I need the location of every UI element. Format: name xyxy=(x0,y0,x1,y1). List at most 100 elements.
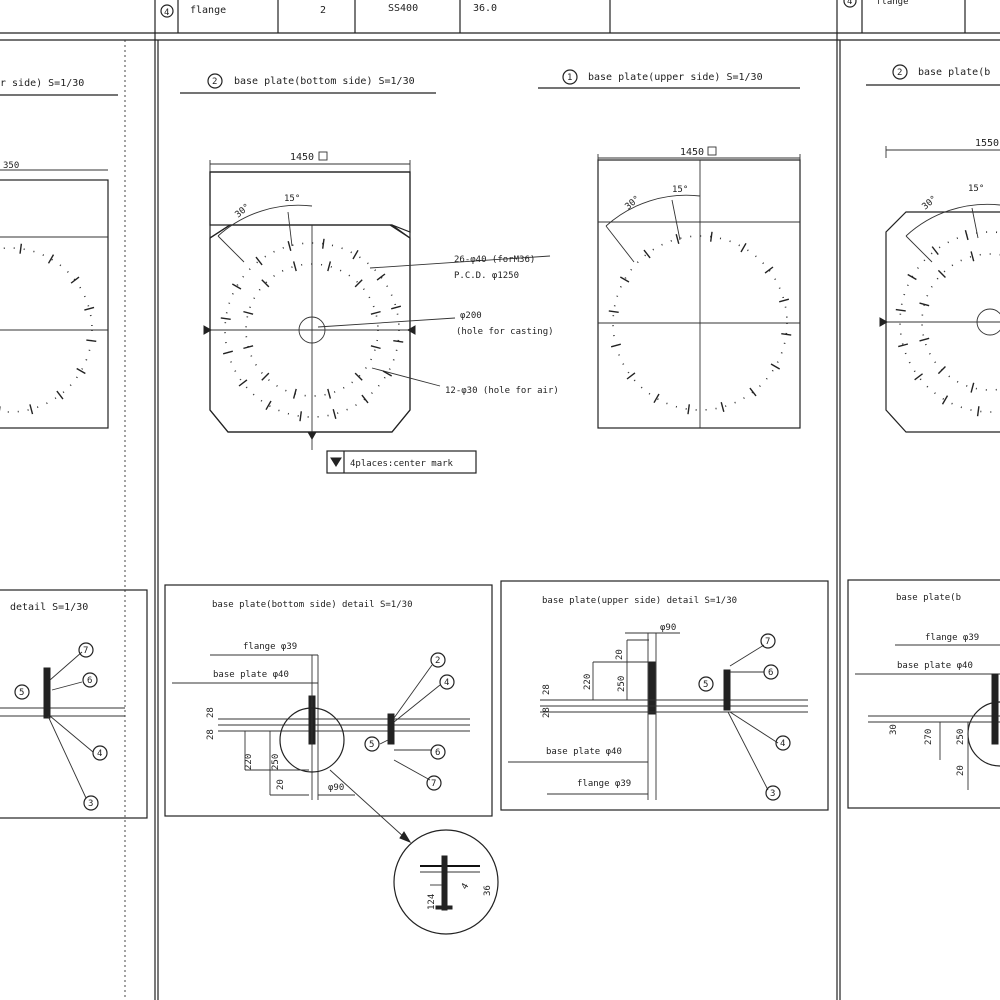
bolt-hole-mark xyxy=(19,243,23,254)
right-plan-width: 1550 xyxy=(975,138,999,149)
bolt-hole-mark xyxy=(720,402,725,413)
bolt-hole-mark xyxy=(391,305,402,310)
right-detail-dim-270: 270 xyxy=(924,729,934,745)
svg-text:3: 3 xyxy=(770,789,775,799)
upper-detail-dim-28a: 28 xyxy=(542,684,552,695)
bolt-hole-mark xyxy=(76,367,86,375)
upper-plan-angle-30: 30° xyxy=(624,194,643,212)
part-dimension: 36.0 xyxy=(473,3,497,14)
enlarged-detail: 124 36 4 xyxy=(393,829,499,935)
upper-plan-angle-15: 15° xyxy=(672,185,688,195)
bolt-hole-mark xyxy=(907,273,917,281)
bottom-plan-number-circle xyxy=(207,73,223,89)
left-plan-view: r side) S=1/30 350 xyxy=(0,78,118,429)
right-plan-number: 2 xyxy=(897,68,902,78)
upper-detail-dim-250: 250 xyxy=(617,676,627,692)
bottom-detail-dim-28a: 28 xyxy=(206,707,216,718)
right-detail-dim-30: 30 xyxy=(889,724,899,735)
bolt-hole-mark xyxy=(779,298,790,303)
bottom-plan-air-holes xyxy=(243,261,381,399)
bolt-hole-mark xyxy=(361,394,369,404)
bolt-hole-mark xyxy=(238,379,248,387)
part-number-circle-right xyxy=(843,0,857,8)
bolt-hole-mark xyxy=(84,306,95,311)
bolt-hole-mark xyxy=(919,302,930,307)
bolt-hole-mark xyxy=(47,254,55,264)
bottom-plan-view: 2 base plate(bottom side) S=1/30 1450 30… xyxy=(180,73,559,474)
bolt-hole-mark xyxy=(643,249,651,259)
enlarged-dim-36: 36 xyxy=(483,885,493,896)
bolt-hole-mark xyxy=(261,279,270,288)
bolt-hole-mark xyxy=(764,266,774,274)
bolt-hole-mark xyxy=(287,240,292,251)
svg-text:3: 3 xyxy=(88,799,93,809)
bolt-hole-mark xyxy=(941,395,949,405)
upper-plan-title: base plate(upper side) S=1/30 xyxy=(588,72,763,83)
bolt-hole-mark xyxy=(70,276,80,284)
bolt-hole-mark xyxy=(976,406,980,417)
bottom-detail-title: base plate(bottom side) detail S=1/30 xyxy=(212,600,412,610)
svg-text:5: 5 xyxy=(703,680,708,690)
bolt-hole-mark xyxy=(231,283,242,290)
right-detail-view: base plate(b flange φ39 base plate φ40 3… xyxy=(847,579,1000,809)
bolt-hole-mark xyxy=(86,339,97,343)
bolt-hole-mark xyxy=(299,411,302,422)
bolt-hole-mark xyxy=(710,231,713,242)
upper-plan-number-circle xyxy=(562,69,578,85)
parts-table-row: 4 flange 2 SS400 36.0 4 flange xyxy=(0,0,1000,34)
right-plan-number-circle xyxy=(892,64,908,80)
svg-text:6: 6 xyxy=(435,748,440,758)
bolt-hole-mark xyxy=(898,343,909,348)
bolt-hole-mark xyxy=(243,310,254,315)
bottom-plan-outer-holes xyxy=(220,238,404,422)
bolt-hole-mark xyxy=(222,350,233,355)
bolt-hole-mark xyxy=(243,345,254,350)
bolt-hole-mark xyxy=(675,233,680,244)
bolt-hole-mark xyxy=(327,261,332,272)
svg-text:4: 4 xyxy=(97,749,102,759)
bolt-hole-mark xyxy=(653,393,660,404)
bottom-plan-title: base plate(bottom side) S=1/30 xyxy=(234,76,415,87)
right-plan-air-holes xyxy=(919,251,975,393)
bottom-plan-angle-15: 15° xyxy=(284,194,300,204)
bolt-hole-mark xyxy=(687,404,690,415)
right-detail-base-label: base plate φ40 xyxy=(897,661,973,671)
bolt-hole-mark xyxy=(393,340,404,343)
bolt-hole-mark xyxy=(29,404,34,415)
svg-text:6: 6 xyxy=(768,668,773,678)
right-plan-angle-15: 15° xyxy=(968,184,984,194)
right-detail-dim-250: 250 xyxy=(956,729,966,745)
bottom-detail-dim-28b: 28 xyxy=(206,729,216,740)
part-name: flange xyxy=(190,5,226,16)
right-detail-dim-20: 20 xyxy=(956,765,966,776)
part-number: 4 xyxy=(164,8,169,18)
svg-text:2: 2 xyxy=(435,656,440,666)
upper-detail-flange-label: flange φ39 xyxy=(577,779,631,789)
bolt-hole-mark xyxy=(370,345,381,350)
svg-text:4: 4 xyxy=(444,678,449,688)
upper-detail-base-label: base plate φ40 xyxy=(546,747,622,757)
enlarged-dim-124: 124 xyxy=(427,894,437,910)
svg-text:7: 7 xyxy=(431,779,436,789)
bolt-hole-mark xyxy=(919,337,930,342)
upper-detail-title: base plate(upper side) detail S=1/30 xyxy=(542,596,737,606)
upper-plan-width: 1450 xyxy=(680,147,704,158)
bolt-hole-mark xyxy=(352,249,359,260)
part-name-right: flange xyxy=(876,0,909,7)
bottom-detail-phi90: φ90 xyxy=(328,783,344,793)
left-plan-title: r side) S=1/30 xyxy=(0,78,84,89)
upper-detail-dim-28b: 28 xyxy=(542,707,552,718)
bolt-hole-mark xyxy=(292,261,297,272)
right-detail-flange-label: flange φ39 xyxy=(925,633,979,643)
upper-detail-phi90: φ90 xyxy=(660,623,676,633)
bottom-plan-center-hole-note: φ200 xyxy=(460,311,482,321)
bolt-hole-mark xyxy=(292,388,297,399)
bottom-detail-view: base plate(bottom side) detail S=1/30 fl… xyxy=(164,584,493,844)
left-detail-title: detail S=1/30 xyxy=(10,602,88,613)
bolt-hole-mark xyxy=(354,279,363,288)
part-qty: 2 xyxy=(320,5,326,16)
bottom-plan-pcd-note: P.C.D. φ1250 xyxy=(454,271,519,281)
bolt-hole-mark xyxy=(619,276,630,283)
bolt-hole-mark xyxy=(770,363,781,370)
bolt-hole-mark xyxy=(370,310,381,315)
